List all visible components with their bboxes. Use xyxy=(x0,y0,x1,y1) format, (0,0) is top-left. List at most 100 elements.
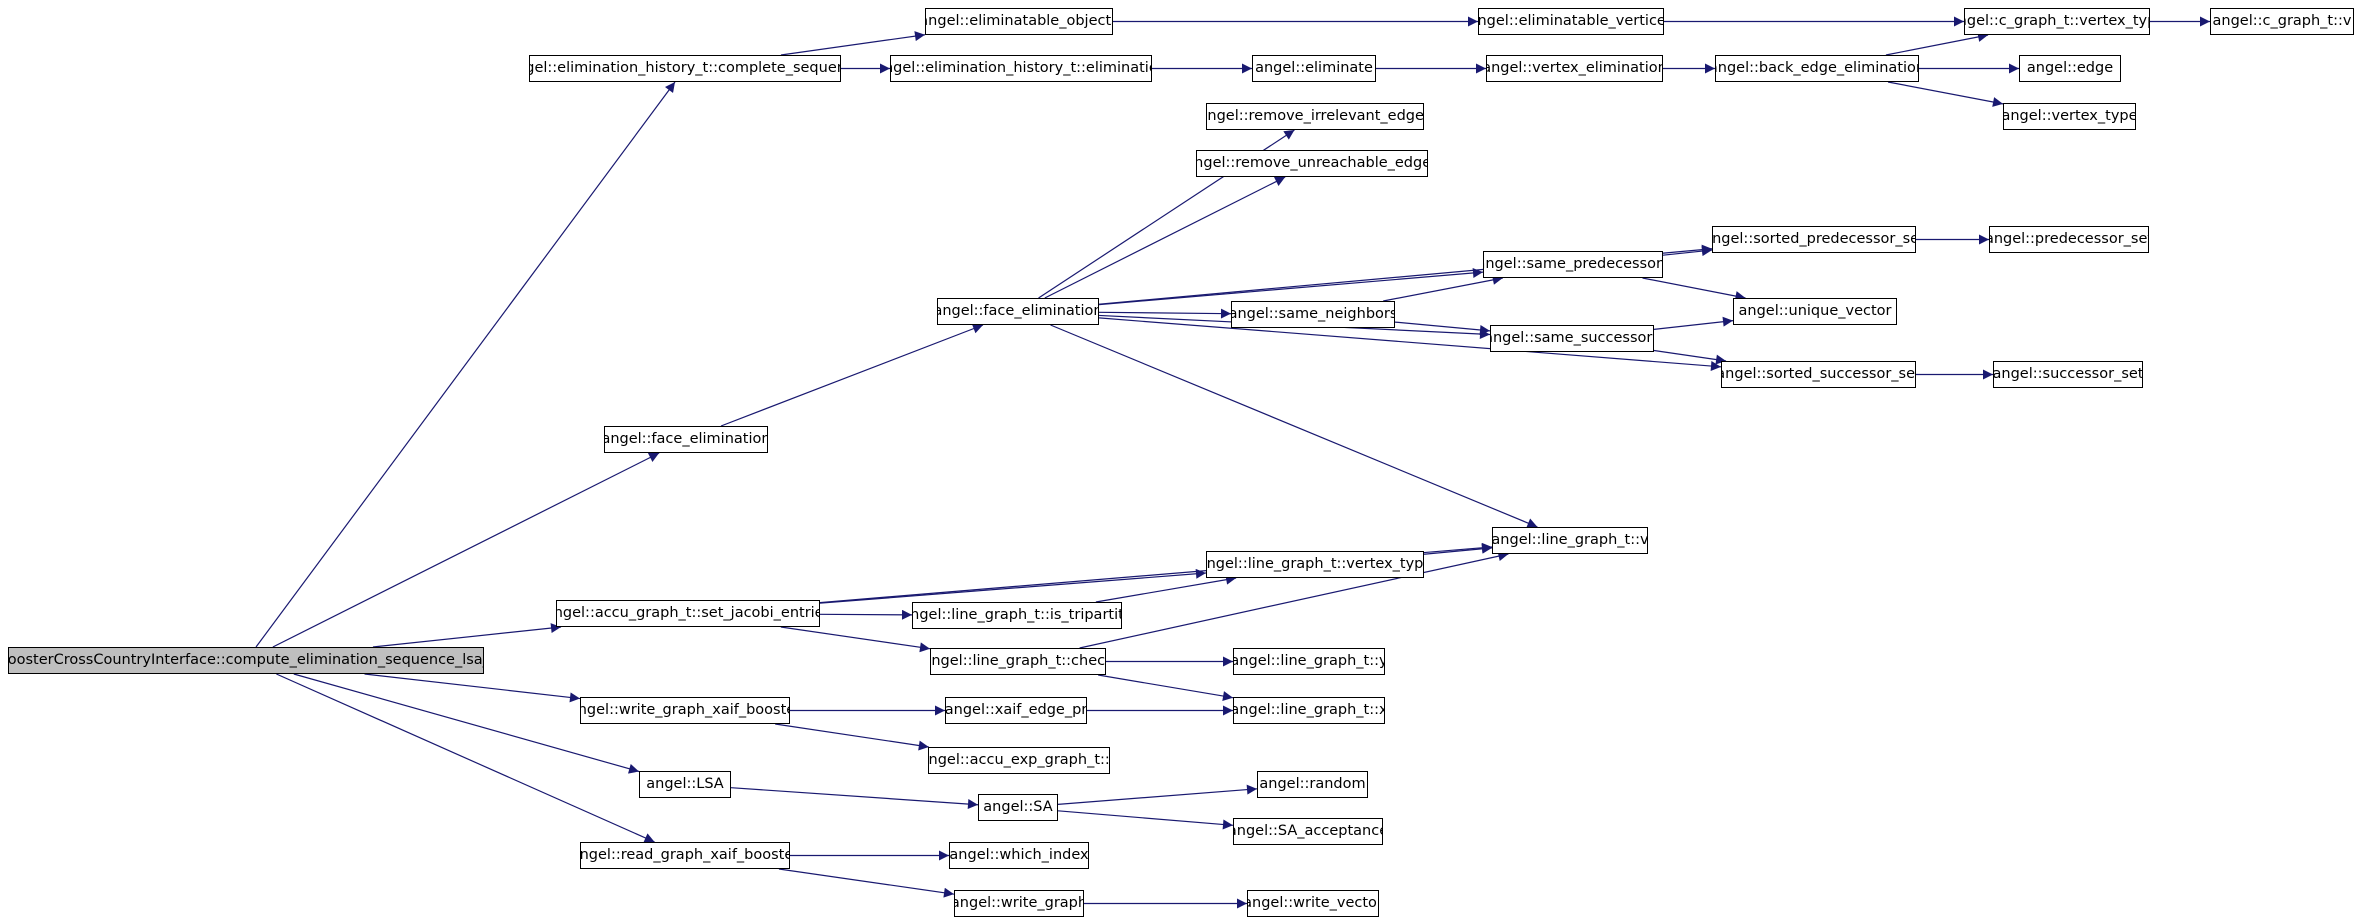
node-label: angel::vertex_elimination xyxy=(1486,60,1663,77)
edge-fe2-to-rue xyxy=(1044,176,1286,299)
node-angel-eliminatable-objects-eo[interactable]: angel::eliminatable_objects xyxy=(925,8,1113,35)
node-angel-xaif-edge-pr-xep[interactable]: angel::xaif_edge_pr xyxy=(945,697,1087,724)
node-angel-c-graph-t-vertex-type-cgvt[interactable]: angel::c_graph_t::vertex_type xyxy=(1964,8,2150,35)
node-label: angel::same_predecessors xyxy=(1483,256,1663,273)
node-angel-line-graph-t-check-lgc[interactable]: angel::line_graph_t::check xyxy=(930,648,1106,675)
node-angel-random-rand[interactable]: angel::random xyxy=(1257,771,1368,798)
node-label: xaifBoosterCrossCountryInterface::comput… xyxy=(8,652,483,669)
node-label: angel::same_successors xyxy=(1490,330,1654,347)
node-angel-which-index-wi[interactable]: angel::which_index xyxy=(949,842,1089,869)
node-label: angel::accu_graph_t::set_jacobi_entries xyxy=(556,605,820,622)
node-angel-write-graph-wg[interactable]: angel::write_graph xyxy=(954,890,1084,917)
node-label: angel::write_vector xyxy=(1247,895,1379,912)
node-label: angel::accu_exp_graph_t::v xyxy=(928,752,1110,769)
node-label: angel::line_graph_t::v xyxy=(1492,532,1648,549)
node-angel-sorted-successor-set-sss[interactable]: angel::sorted_successor_set xyxy=(1721,361,1916,388)
node-angel-back-edge-elimination-bee[interactable]: angel::back_edge_elimination xyxy=(1715,55,1919,82)
node-angel-face-elimination-fe2[interactable]: angel::face_elimination xyxy=(937,298,1099,325)
node-angel-unique-vector-uv[interactable]: angel::unique_vector xyxy=(1733,298,1897,325)
edge-wgxb-to-aegv xyxy=(775,723,929,751)
node-label: angel::back_edge_elimination xyxy=(1715,60,1919,77)
node-angel-elimination-history-t-elimination-ehe[interactable]: angel::elimination_history_t::eliminatio… xyxy=(890,55,1152,82)
node-label: angel::predecessor_set xyxy=(1989,231,2149,248)
node-angel-write-graph-xaif-booster-wgxb[interactable]: angel::write_graph_xaif_booster xyxy=(580,697,790,724)
edge-sn-to-ss xyxy=(1394,321,1491,335)
node-label: angel::elimination_history_t::complete_s… xyxy=(530,60,840,77)
node-angel-remove-irrelevant-edges-rie[interactable]: angel::remove_irrelevant_edges xyxy=(1206,103,1424,130)
edge-ss-to-sss xyxy=(1653,349,1727,365)
edge-bee-to-vt xyxy=(1887,81,2004,107)
node-angel-line-graph-t-is-tripartite-lgit[interactable]: angel::line_graph_t::is_tripartite xyxy=(912,602,1122,629)
node-label: angel::vertex_type xyxy=(2003,108,2136,125)
node-angel-c-graph-t-v-cgv[interactable]: angel::c_graph_t::v xyxy=(2210,8,2354,35)
edge-rgxb-to-wg xyxy=(778,868,955,898)
edge-agsje-to-lgc xyxy=(780,626,931,653)
node-angel-same-predecessors-sp[interactable]: angel::same_predecessors xyxy=(1483,251,1663,278)
node-angel-read-graph-xaif-booster-rgxb[interactable]: angel::read_graph_xaif_booster xyxy=(580,842,790,869)
node-angel-line-graph-t-v-lgv[interactable]: angel::line_graph_t::v xyxy=(1492,527,1648,554)
node-angel-eliminate-elim[interactable]: angel::eliminate xyxy=(1252,55,1376,82)
node-label: angel::line_graph_t::vertex_type xyxy=(1206,556,1424,573)
edge-sa-to-saacc xyxy=(1057,810,1234,830)
node-angel-accu-graph-t-set-jacobi-entries-agsje[interactable]: angel::accu_graph_t::set_jacobi_entries xyxy=(556,600,820,627)
edge-lgc-to-lgx xyxy=(1098,674,1234,701)
edge-fe2-to-sp xyxy=(1098,267,1484,306)
node-angel-same-successors-ss[interactable]: angel::same_successors xyxy=(1490,325,1654,352)
node-angel-line-graph-t-vertex-type-lgvt[interactable]: angel::line_graph_t::vertex_type xyxy=(1206,551,1424,578)
node-label: angel::read_graph_xaif_booster xyxy=(580,847,790,864)
node-angel-vertex-elimination-velim[interactable]: angel::vertex_elimination xyxy=(1486,55,1663,82)
node-angel-eliminatable-vertices-ev[interactable]: angel::eliminatable_vertices xyxy=(1478,8,1664,35)
node-angel-same-neighbors-sn[interactable]: angel::same_neighbors xyxy=(1231,301,1395,328)
node-label: angel::sorted_successor_set xyxy=(1721,366,1916,383)
edge-fe1-to-fe2 xyxy=(720,323,984,427)
node-label: angel::face_elimination xyxy=(937,303,1099,320)
node-label: angel::LSA xyxy=(646,776,724,793)
node-label: angel::random xyxy=(1259,776,1366,793)
node-angel-vertex-type-vt[interactable]: angel::vertex_type xyxy=(2003,103,2136,130)
node-label: angel::line_graph_t::y xyxy=(1233,653,1385,670)
node-label: angel::write_graph_xaif_booster xyxy=(580,702,790,719)
edge-root-to-fe1 xyxy=(272,452,660,648)
node-label: angel::xaif_edge_pr xyxy=(945,702,1087,719)
node-angel-sa-acceptance-saacc[interactable]: angel::SA_acceptance xyxy=(1233,818,1383,845)
node-angel-elimination-history-t-complete-sequence-ehcs[interactable]: angel::elimination_history_t::complete_s… xyxy=(529,55,841,82)
node-label: angel::SA xyxy=(983,799,1053,816)
edge-lgc-to-lgv xyxy=(1079,551,1509,649)
node-angel-face-elimination-fe1[interactable]: angel::face_elimination xyxy=(604,426,768,453)
node-angel-predecessor-set-ps[interactable]: angel::predecessor_set xyxy=(1989,226,2149,253)
edge-agsje-to-lgvt xyxy=(819,568,1207,604)
node-label: angel::same_neighbors xyxy=(1231,306,1395,323)
node-angel-remove-unreachable-edges-rue[interactable]: angel::remove_unreachable_edges xyxy=(1196,150,1428,177)
edge-lgit-to-lgvt xyxy=(1095,574,1237,603)
node-angel-accu-exp-graph-t-v-aegv[interactable]: angel::accu_exp_graph_t::v xyxy=(928,747,1110,774)
edge-ehcs-to-eo xyxy=(780,31,926,56)
edge-sp-to-uv xyxy=(1642,277,1746,302)
node-angel-sa-sa[interactable]: angel::SA xyxy=(978,794,1058,821)
node-xaifboostercrosscountryinterface-compute-elimination-sequence-lsa-face-root[interactable]: xaifBoosterCrossCountryInterface::comput… xyxy=(8,647,484,674)
edge-bee-to-cgvt xyxy=(1885,32,1989,56)
edge-fe2-to-lgv xyxy=(1050,324,1538,528)
node-label: angel::sorted_predecessor_set xyxy=(1712,231,1916,248)
node-angel-edge-edge[interactable]: angel::edge xyxy=(2019,55,2121,82)
node-label: angel::eliminatable_objects xyxy=(925,13,1113,30)
edge-root-to-ehcs xyxy=(255,81,676,648)
node-label: angel::line_graph_t::x xyxy=(1233,702,1385,719)
node-angel-line-graph-t-y-lgy[interactable]: angel::line_graph_t::y xyxy=(1233,648,1385,675)
edge-ss-to-uv xyxy=(1653,316,1734,330)
edge-fe2-to-sn xyxy=(1098,308,1232,319)
node-label: angel::SA_acceptance xyxy=(1233,823,1383,840)
node-angel-write-vector-wv[interactable]: angel::write_vector xyxy=(1247,890,1379,917)
node-label: angel::c_graph_t::v xyxy=(2212,13,2352,30)
node-label: angel::remove_irrelevant_edges xyxy=(1206,108,1424,125)
edge-root-to-wgxb xyxy=(364,673,581,703)
edge-root-to-agsje xyxy=(372,623,562,648)
node-label: angel::unique_vector xyxy=(1738,303,1892,320)
node-angel-lsa-lsa[interactable]: angel::LSA xyxy=(639,771,731,798)
node-angel-line-graph-t-x-lgx[interactable]: angel::line_graph_t::x xyxy=(1233,697,1385,724)
edge-root-to-rgxb xyxy=(276,673,655,843)
node-angel-sorted-predecessor-set-sps[interactable]: angel::sorted_predecessor_set xyxy=(1712,226,1916,253)
node-label: angel::edge xyxy=(2026,60,2114,77)
node-angel-successor-set-sus[interactable]: angel::successor_set xyxy=(1993,361,2143,388)
node-label: angel::remove_unreachable_edges xyxy=(1196,155,1428,172)
